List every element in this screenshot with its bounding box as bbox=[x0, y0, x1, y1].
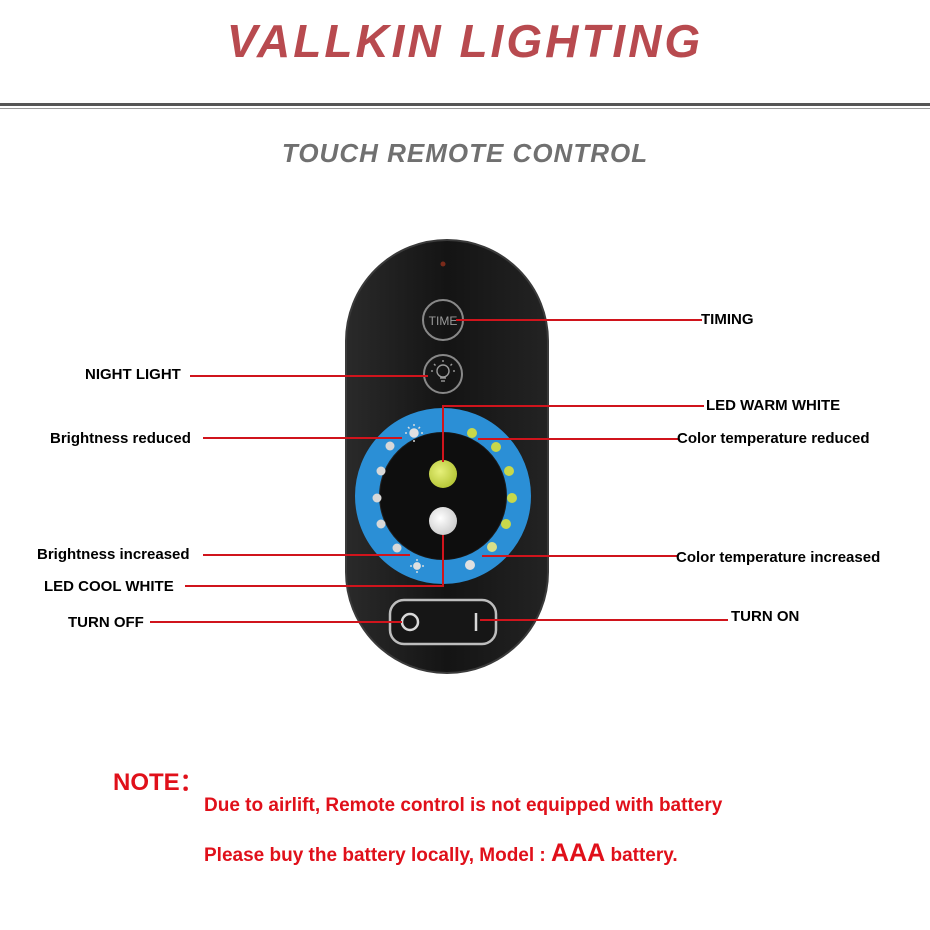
label-led-cool-white: LED COOL WHITE bbox=[44, 578, 174, 595]
label-brightness-reduced: Brightness reduced bbox=[50, 430, 191, 447]
header-divider-thin bbox=[0, 108, 930, 109]
note-line-1: Due to airlift, Remote control is not eq… bbox=[204, 795, 723, 816]
label-color-temp-reduced: Color temperature reduced bbox=[677, 430, 870, 447]
note-title: NOTE： bbox=[113, 769, 204, 796]
cool-white-button[interactable] bbox=[429, 507, 457, 535]
indicator-led bbox=[440, 261, 446, 267]
label-led-warm-white: LED WARM WHITE bbox=[706, 397, 841, 414]
note-line-2-prefix: Please buy the battery locally, Model : bbox=[204, 845, 552, 866]
color-temp-dots bbox=[465, 428, 517, 570]
label-turn-on: TURN ON bbox=[731, 608, 800, 625]
sun-icon bbox=[405, 424, 424, 573]
label-color-temp-increased: Color temperature increased bbox=[676, 549, 881, 566]
label-timing: TIMING bbox=[701, 311, 754, 328]
label-turn-off: TURN OFF bbox=[68, 614, 144, 631]
note-line-2-suffix: battery. bbox=[605, 845, 678, 866]
leader-lines bbox=[150, 319, 728, 623]
night-light-button[interactable] bbox=[423, 354, 463, 394]
time-button-text: TIME bbox=[429, 314, 458, 328]
header-divider bbox=[0, 103, 930, 106]
label-brightness-increased: Brightness increased bbox=[37, 546, 190, 563]
warm-white-button[interactable] bbox=[429, 460, 457, 488]
note-line-2: Please buy the battery locally, Model : … bbox=[204, 839, 678, 868]
battery-model: AAA bbox=[551, 839, 606, 867]
lightbulb-icon bbox=[431, 360, 455, 382]
power-switch[interactable] bbox=[388, 598, 498, 646]
brightness-dots bbox=[372, 441, 402, 553]
page-subtitle: TOUCH REMOTE CONTROL bbox=[281, 138, 649, 168]
brand-title: VALLKIN LIGHTING bbox=[226, 15, 704, 67]
label-night-light: NIGHT LIGHT bbox=[85, 366, 181, 383]
